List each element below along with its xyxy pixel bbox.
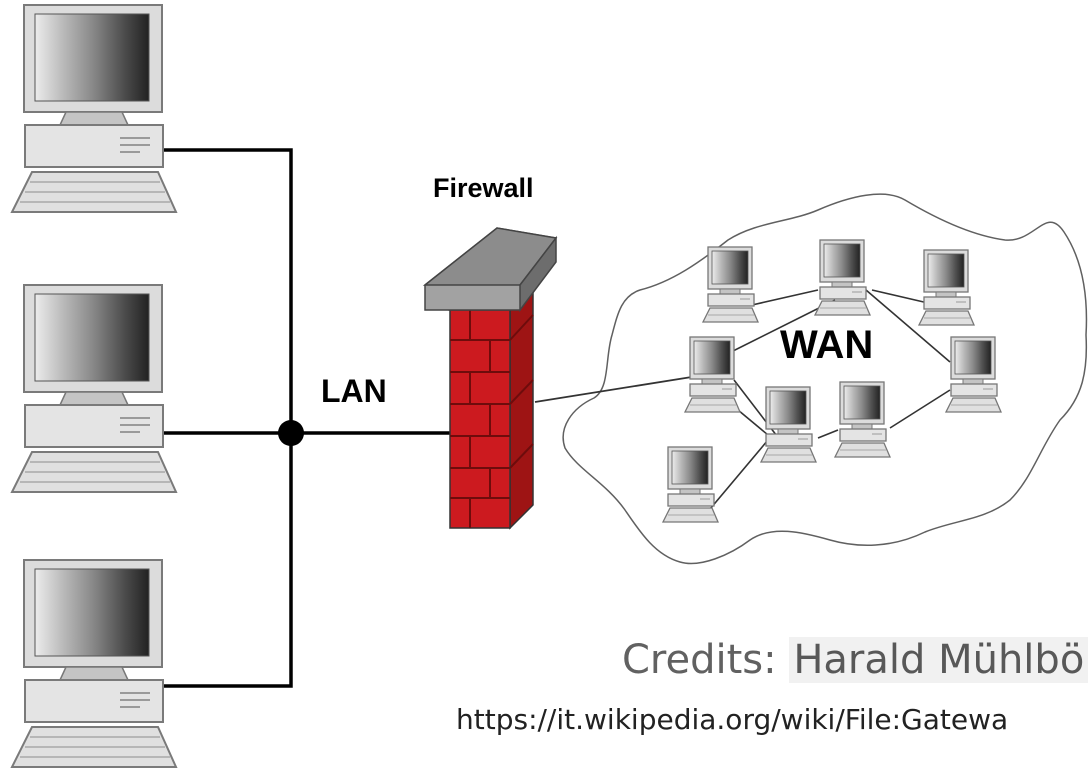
wan-computers [662,239,1002,523]
credits-line: Credits: Harald Mühlbö [622,637,1088,683]
firewall-icon [422,227,558,530]
computer-icon [702,246,759,323]
wan-label: WAN [780,323,874,367]
lan-hub-node [278,420,304,446]
lan-computers [11,4,177,768]
firewall-label: Firewall [433,173,534,203]
computer-icon [918,249,975,326]
computer-icon [684,336,741,413]
computer-icon [834,381,891,458]
computer-icon [814,239,871,316]
computer-icon [11,284,177,493]
computer-icon [11,559,177,768]
credits-prefix: Credits: [622,637,790,683]
computer-icon [11,4,177,213]
computer-icon [945,336,1002,413]
lan-cable-1 [162,148,293,433]
firewall-to-wan-cable [534,375,699,403]
source-url: https://it.wikipedia.org/wiki/File:Gatew… [456,703,1009,736]
lan-wiring [162,148,450,688]
cloud-icon [562,193,1088,565]
credits-author: Harald Mühlbö [789,637,1088,683]
computer-icon [760,386,817,463]
computer-icon [662,446,719,523]
lan-label: LAN [321,373,387,409]
lan-cable-3 [162,433,293,688]
